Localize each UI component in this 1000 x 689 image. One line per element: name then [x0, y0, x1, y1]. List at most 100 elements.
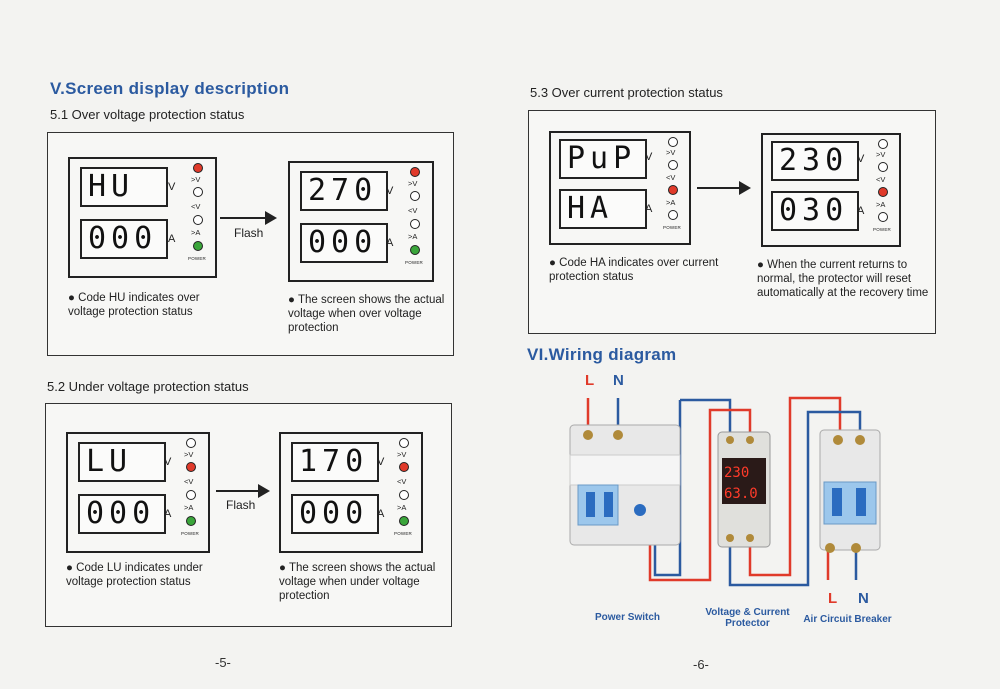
s51-right-display: 270 000 V A >V <V >A POWER [288, 161, 434, 282]
unit-a: A [386, 237, 394, 249]
s53-note-right: ● When the current returns to normal, th… [757, 258, 932, 300]
lcd-top: 170 [291, 442, 379, 482]
led-power [186, 516, 196, 526]
s52-title: 5.2 Under voltage protection status [47, 379, 249, 394]
led-over-voltage [399, 438, 409, 448]
lcd-bottom: 030 [771, 191, 859, 231]
led-over-voltage [878, 139, 888, 149]
wiring-title: VI.Wiring diagram [527, 345, 677, 364]
s51-box: HU 000 V A >V <V >A POWER Flash 270 000 … [47, 132, 454, 356]
led-power [668, 210, 678, 220]
note-text: Code HU indicates over voltage protectio… [68, 292, 200, 318]
unit-v: V [377, 456, 385, 468]
s52-right-display: 170 000 V A >V <V >A POWER [279, 432, 423, 553]
label-gt-a: >A [397, 503, 407, 512]
led-over-current [399, 490, 409, 500]
protector-display-top: 230 [724, 465, 749, 481]
breaker-label: Air Circuit Breaker [803, 614, 892, 625]
label-gt-a: >A [191, 228, 201, 237]
led-under-voltage [410, 191, 420, 201]
label-gt-v: >V [666, 148, 676, 157]
lcd-top: 230 [771, 141, 859, 181]
label-power: POWER [181, 531, 200, 536]
led-over-current [193, 215, 203, 225]
unit-a: A [857, 205, 865, 217]
lcd-top: PuP [559, 139, 647, 179]
led-under-voltage [186, 462, 196, 472]
unit-a: A [377, 508, 385, 520]
label-lt-v: <V [191, 202, 201, 211]
label-gt-v: >V [184, 450, 194, 459]
label-lt-v: <V [397, 477, 407, 486]
red-wire-switch-to-protector [648, 408, 752, 582]
s53-right-display: 230 030 V A >V <V >A POWER [761, 133, 901, 247]
label-gt-a: >A [184, 503, 194, 512]
unit-a: A [168, 233, 176, 245]
unit-v: V [168, 181, 176, 193]
flash-label: Flash [234, 226, 264, 240]
led-over-voltage [186, 438, 196, 448]
led-over-current [410, 219, 420, 229]
s53-box: PuP HA V A >V <V >A POWER 230 030 V A >V… [528, 110, 936, 334]
flash-label: Flash [226, 498, 256, 512]
label-gt-a: >A [408, 232, 418, 241]
led-power [878, 212, 888, 222]
label-L-top: L [585, 372, 595, 389]
bullet: ● [757, 259, 764, 271]
lcd-bottom: 000 [80, 219, 168, 259]
air-breaker-device [819, 429, 881, 553]
label-N-bottom: N [858, 590, 869, 607]
led-over-voltage [668, 137, 678, 147]
s52-box: LU 000 V A >V <V >A POWER Flash 170 000 … [45, 403, 452, 627]
lcd-top: 270 [300, 171, 388, 211]
lcd-bottom: 000 [78, 494, 166, 534]
s52-note-left: ● Code LU indicates under voltage protec… [66, 561, 236, 589]
label-N-top: N [613, 372, 624, 389]
section-title: V.Screen display description [50, 79, 290, 98]
bullet: ● [549, 257, 556, 269]
led-power [410, 245, 420, 255]
s53-note-left: ● Code HA indicates over current protect… [549, 256, 719, 284]
label-lt-v: <V [408, 206, 418, 215]
label-lt-v: <V [666, 173, 676, 182]
led-under-voltage [668, 160, 678, 170]
s52-left-display: LU 000 V A >V <V >A POWER [66, 432, 210, 553]
note-text: Code HA indicates over current protectio… [549, 257, 719, 283]
lcd-bottom: HA [559, 189, 647, 229]
unit-v: V [645, 151, 653, 163]
label-lt-v: <V [876, 175, 886, 184]
led-over-voltage [410, 167, 420, 177]
led-under-voltage [878, 162, 888, 172]
led-under-voltage [193, 187, 203, 197]
label-gt-v: >V [191, 175, 201, 184]
s53-left-display: PuP HA V A >V <V >A POWER [549, 131, 691, 245]
bullet: ● [66, 562, 73, 574]
label-gt-v: >V [876, 150, 886, 159]
led-over-voltage [193, 163, 203, 173]
lcd-top: LU [78, 442, 166, 482]
note-text: The screen shows the actual voltage when… [279, 562, 436, 602]
bullet: ● [288, 294, 295, 306]
note-text: The screen shows the actual voltage when… [288, 294, 445, 334]
page-number-right: -6- [693, 657, 709, 672]
bullet: ● [68, 292, 75, 304]
unit-v: V [386, 185, 394, 197]
s53-title: 5.3 Over current protection status [530, 85, 723, 100]
red-wire-protector-to-breaker [748, 396, 842, 580]
lcd-bottom: 000 [291, 494, 379, 534]
label-power: POWER [405, 260, 424, 265]
protector-device [717, 431, 771, 548]
label-lt-v: <V [184, 477, 194, 486]
flash-arrow [220, 211, 277, 225]
power-switch-label: Power Switch [594, 612, 660, 623]
s51-title: 5.1 Over voltage protection status [50, 107, 245, 122]
led-power [193, 241, 203, 251]
power-switch-device [569, 424, 681, 546]
s51-left-display: HU 000 V A >V <V >A POWER [68, 157, 217, 278]
blue-wire-protector-to-breaker [728, 410, 862, 587]
note-text: Code LU indicates under voltage protecti… [66, 562, 203, 588]
s51-note-right: ● The screen shows the actual voltage wh… [288, 293, 448, 335]
unit-v: V [164, 456, 172, 468]
note-text: When the current returns to normal, the … [757, 259, 929, 299]
led-power [399, 516, 409, 526]
